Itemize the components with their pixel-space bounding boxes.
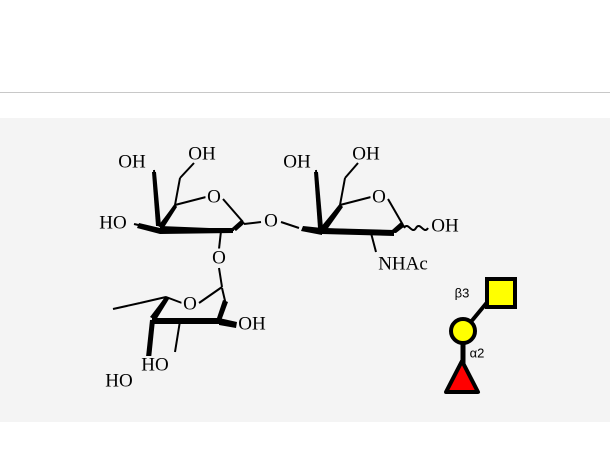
glycosidic-bond-right [280,221,300,229]
label-galnac-nhac: NHAc [378,253,428,274]
galactose-atom-labels: OH OH HO O O [97,141,228,271]
glycosidic-linkage-13: O [262,208,300,234]
label-gal-o4h: OH [118,151,146,172]
fucose-substituent-bonds [112,296,235,358]
galnac-ring-back-bonds [321,228,397,233]
fucose-residue: O OH HO HO [103,286,268,394]
galnac-anomeric-wavy-bond [403,225,429,231]
fucose-c2-wedge [219,318,237,328]
label-gal-ho3: HO [99,212,126,233]
label-fuc-ring-o: O [183,293,197,314]
horizontal-divider [0,92,610,93]
galactose-residue: OH OH HO O O [97,141,262,288]
fucose-c4-wedge [146,320,155,359]
fucose-ring-back-bonds [151,287,227,322]
label-fuc-ho-mid: HO [141,354,168,375]
snfg-linkage-label-alpha2: α2 [470,345,485,360]
label-gal-o6h: OH [188,143,216,164]
snfg-linkage-label-beta3: β3 [455,285,470,300]
galnac-c4-wedge [314,172,323,228]
snfg-fuc-triangle[interactable] [444,359,480,394]
label-fuc-ho-left: HO [105,370,132,391]
galnac-residue: OH OH O OH NHAc [281,141,461,276]
label-gal-o2-fuc: O [212,247,226,268]
fucose-atom-labels: O OH HO HO [103,291,268,394]
galnac-atom-labels: OH OH O OH NHAc [281,141,461,276]
galactose-ring-back-bonds [159,226,235,231]
label-glycosidic-o: O [264,210,278,231]
snfg-gal-circle[interactable] [449,317,477,345]
label-galnac-anomeric-oh: OH [431,215,459,236]
label-fuc-oh-right: OH [238,313,266,334]
galnac-substituent-bonds [315,162,377,253]
galactose-c3-wedge [137,223,160,234]
divider-gap [0,93,610,118]
galactose-c4-wedge [152,172,161,226]
galactose-ring-front-bonds [158,204,245,234]
label-galnac-ring-o: O [372,186,386,207]
structure-panel [0,118,610,422]
snfg-notation: β3 α2 [444,277,517,394]
snfg-galnac-square[interactable] [485,277,517,309]
label-gal-ring-o: O [207,186,221,207]
galnac-c3-wedge [301,226,322,235]
label-galnac-o6h: OH [352,143,380,164]
bottom-blank-area [0,422,610,463]
label-galnac-o4h: OH [283,151,311,172]
top-blank-area [0,0,610,92]
